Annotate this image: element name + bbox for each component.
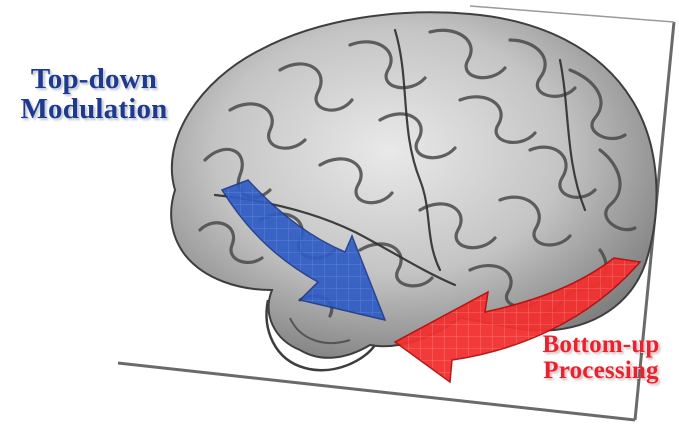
top-down-label: Top-down Modulation (6, 64, 182, 125)
top-down-label-line2: Modulation (6, 94, 182, 124)
bottom-up-label-line1: Bottom-up (522, 332, 679, 358)
bottom-up-label-line2: Processing (522, 358, 679, 384)
bottom-up-label: Bottom-up Processing (522, 332, 679, 385)
top-down-label-line1: Top-down (6, 64, 182, 94)
